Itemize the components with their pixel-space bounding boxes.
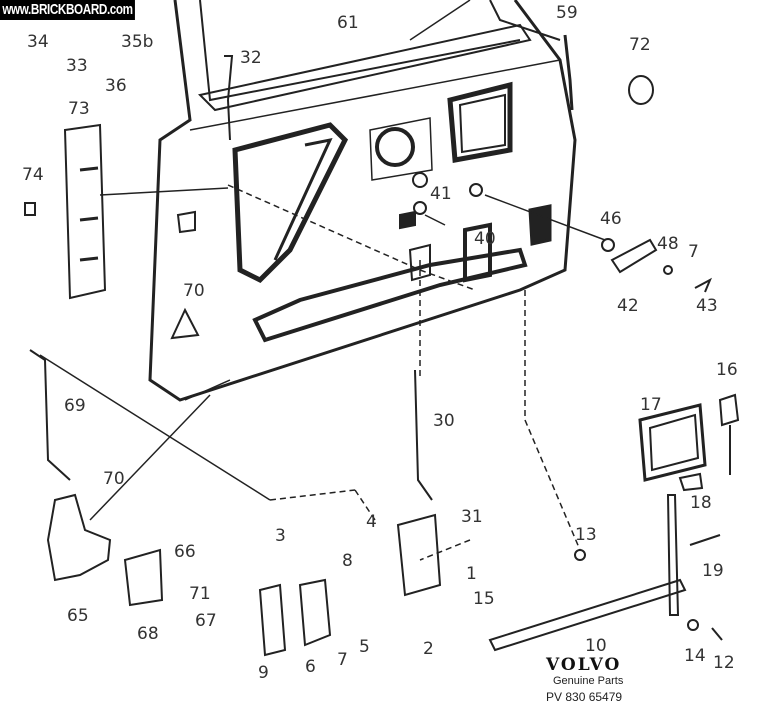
label-13: 13 [575, 525, 597, 545]
label-61: 61 [337, 13, 359, 33]
volvo-logo: VOLVO [546, 655, 622, 675]
label-19: 19 [702, 561, 724, 581]
label-48: 48 [657, 234, 679, 254]
part-14 [687, 619, 699, 631]
label-3: 3 [275, 526, 286, 546]
label-14: 14 [684, 646, 706, 666]
label-1: 1 [466, 564, 477, 584]
label-36: 36 [105, 76, 127, 96]
label-2: 2 [423, 639, 434, 659]
label-34: 34 [27, 32, 49, 52]
part-72 [628, 75, 654, 105]
part-16 [718, 393, 740, 427]
part-code: PV 830 65479 [546, 690, 623, 704]
label-70-lower: 70 [103, 469, 125, 489]
label-17: 17 [640, 395, 662, 415]
label-70-upper: 70 [183, 281, 205, 301]
part-17 [638, 403, 707, 482]
leader-lines [227, 184, 581, 561]
label-7-upper: 7 [688, 242, 699, 262]
label-32: 32 [240, 48, 262, 68]
part-6 [298, 578, 332, 647]
part-1 [396, 513, 442, 597]
label-6: 6 [305, 657, 316, 677]
part-18 [678, 472, 704, 492]
part-48 [663, 265, 673, 275]
part-46 [601, 238, 615, 252]
part-19 [689, 534, 721, 546]
part-68 [123, 548, 164, 607]
part-65 [46, 493, 112, 582]
label-74: 74 [22, 165, 44, 185]
handle-rod [666, 494, 680, 616]
label-9: 9 [258, 663, 269, 683]
part-59 [563, 34, 574, 111]
watermark: www.BRICKBOARD.com [0, 0, 136, 20]
label-59: 59 [556, 3, 578, 23]
label-73: 73 [68, 99, 90, 119]
part-69 [29, 349, 71, 481]
label-72: 72 [629, 35, 651, 55]
label-67: 67 [195, 611, 217, 631]
label-12: 12 [713, 653, 735, 673]
label-71: 71 [189, 584, 211, 604]
part-43 [694, 277, 712, 293]
part-10 [488, 578, 687, 652]
label-42: 42 [617, 296, 639, 316]
label-43: 43 [696, 296, 718, 316]
label-8: 8 [342, 551, 353, 571]
label-10: 10 [585, 636, 607, 656]
part-74 [24, 202, 36, 216]
label-4: 4 [366, 512, 377, 532]
label-68: 68 [137, 624, 159, 644]
door-panel [148, 0, 577, 402]
label-31: 31 [461, 507, 483, 527]
part-12 [711, 627, 723, 641]
label-69: 69 [64, 396, 86, 416]
solid-leaders [39, 0, 606, 521]
label-40: 40 [474, 229, 496, 249]
label-33: 33 [66, 56, 88, 76]
label-46: 46 [600, 209, 622, 229]
part-30 [414, 369, 433, 501]
label-65: 65 [67, 606, 89, 626]
label-66: 66 [174, 542, 196, 562]
part-73 [63, 123, 107, 300]
part-32 [224, 55, 234, 141]
genuine-parts-text: Genuine Parts [553, 675, 624, 687]
label-15: 15 [473, 589, 495, 609]
label-41: 41 [430, 184, 452, 204]
label-18: 18 [690, 493, 712, 513]
label-7-lower: 7 [337, 650, 348, 670]
part-13 [574, 549, 586, 561]
label-30: 30 [433, 411, 455, 431]
label-16: 16 [716, 360, 738, 380]
label-35b: 35b [121, 32, 154, 52]
part-9 [258, 583, 287, 657]
label-5: 5 [359, 637, 370, 657]
part-42 [610, 238, 658, 274]
